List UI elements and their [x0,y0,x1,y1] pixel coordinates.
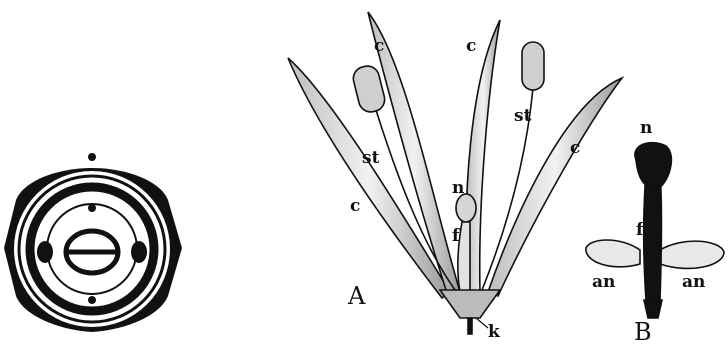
pistil-base-b [644,300,662,318]
label-b-style: f [636,222,643,239]
label-b-stigma: n [640,120,652,137]
anther-left [351,64,387,115]
label-corolla-right: c [570,140,580,157]
label-corolla-upper-left: c [374,38,384,55]
floral-diagram [4,153,182,332]
label-corolla-lower-left: c [350,198,360,215]
flower-a-drawing [288,12,622,334]
label-calyx: k [488,324,500,341]
panel-b-label: B [634,320,652,344]
style-column [458,222,470,292]
petal-mark-top [88,204,96,212]
calyx-leader-line [476,318,488,328]
label-stigma: n [452,180,464,197]
pedicel [468,318,472,334]
calyx-base [440,290,500,318]
petal-upper-mid [466,20,500,292]
petal-mark-bottom [88,296,96,304]
panel-a-label: A [348,284,365,308]
label-stamen-right: st [514,108,531,125]
label-corolla-upper-mid: c [466,38,476,55]
label-style: f [452,228,459,245]
anther-right-b [660,241,724,268]
stamen-mark-left [37,241,53,263]
label-b-anther-right: an [682,274,705,291]
label-b-anther-left: an [592,274,615,291]
stamen-mark-right [131,241,147,263]
stigma-head [456,194,476,222]
floral-diagram-axis-dot [88,153,96,161]
anther-left-b [586,240,640,267]
anther-right [522,42,544,90]
label-stamen-left: st [362,150,379,167]
stigma-b [635,143,672,190]
